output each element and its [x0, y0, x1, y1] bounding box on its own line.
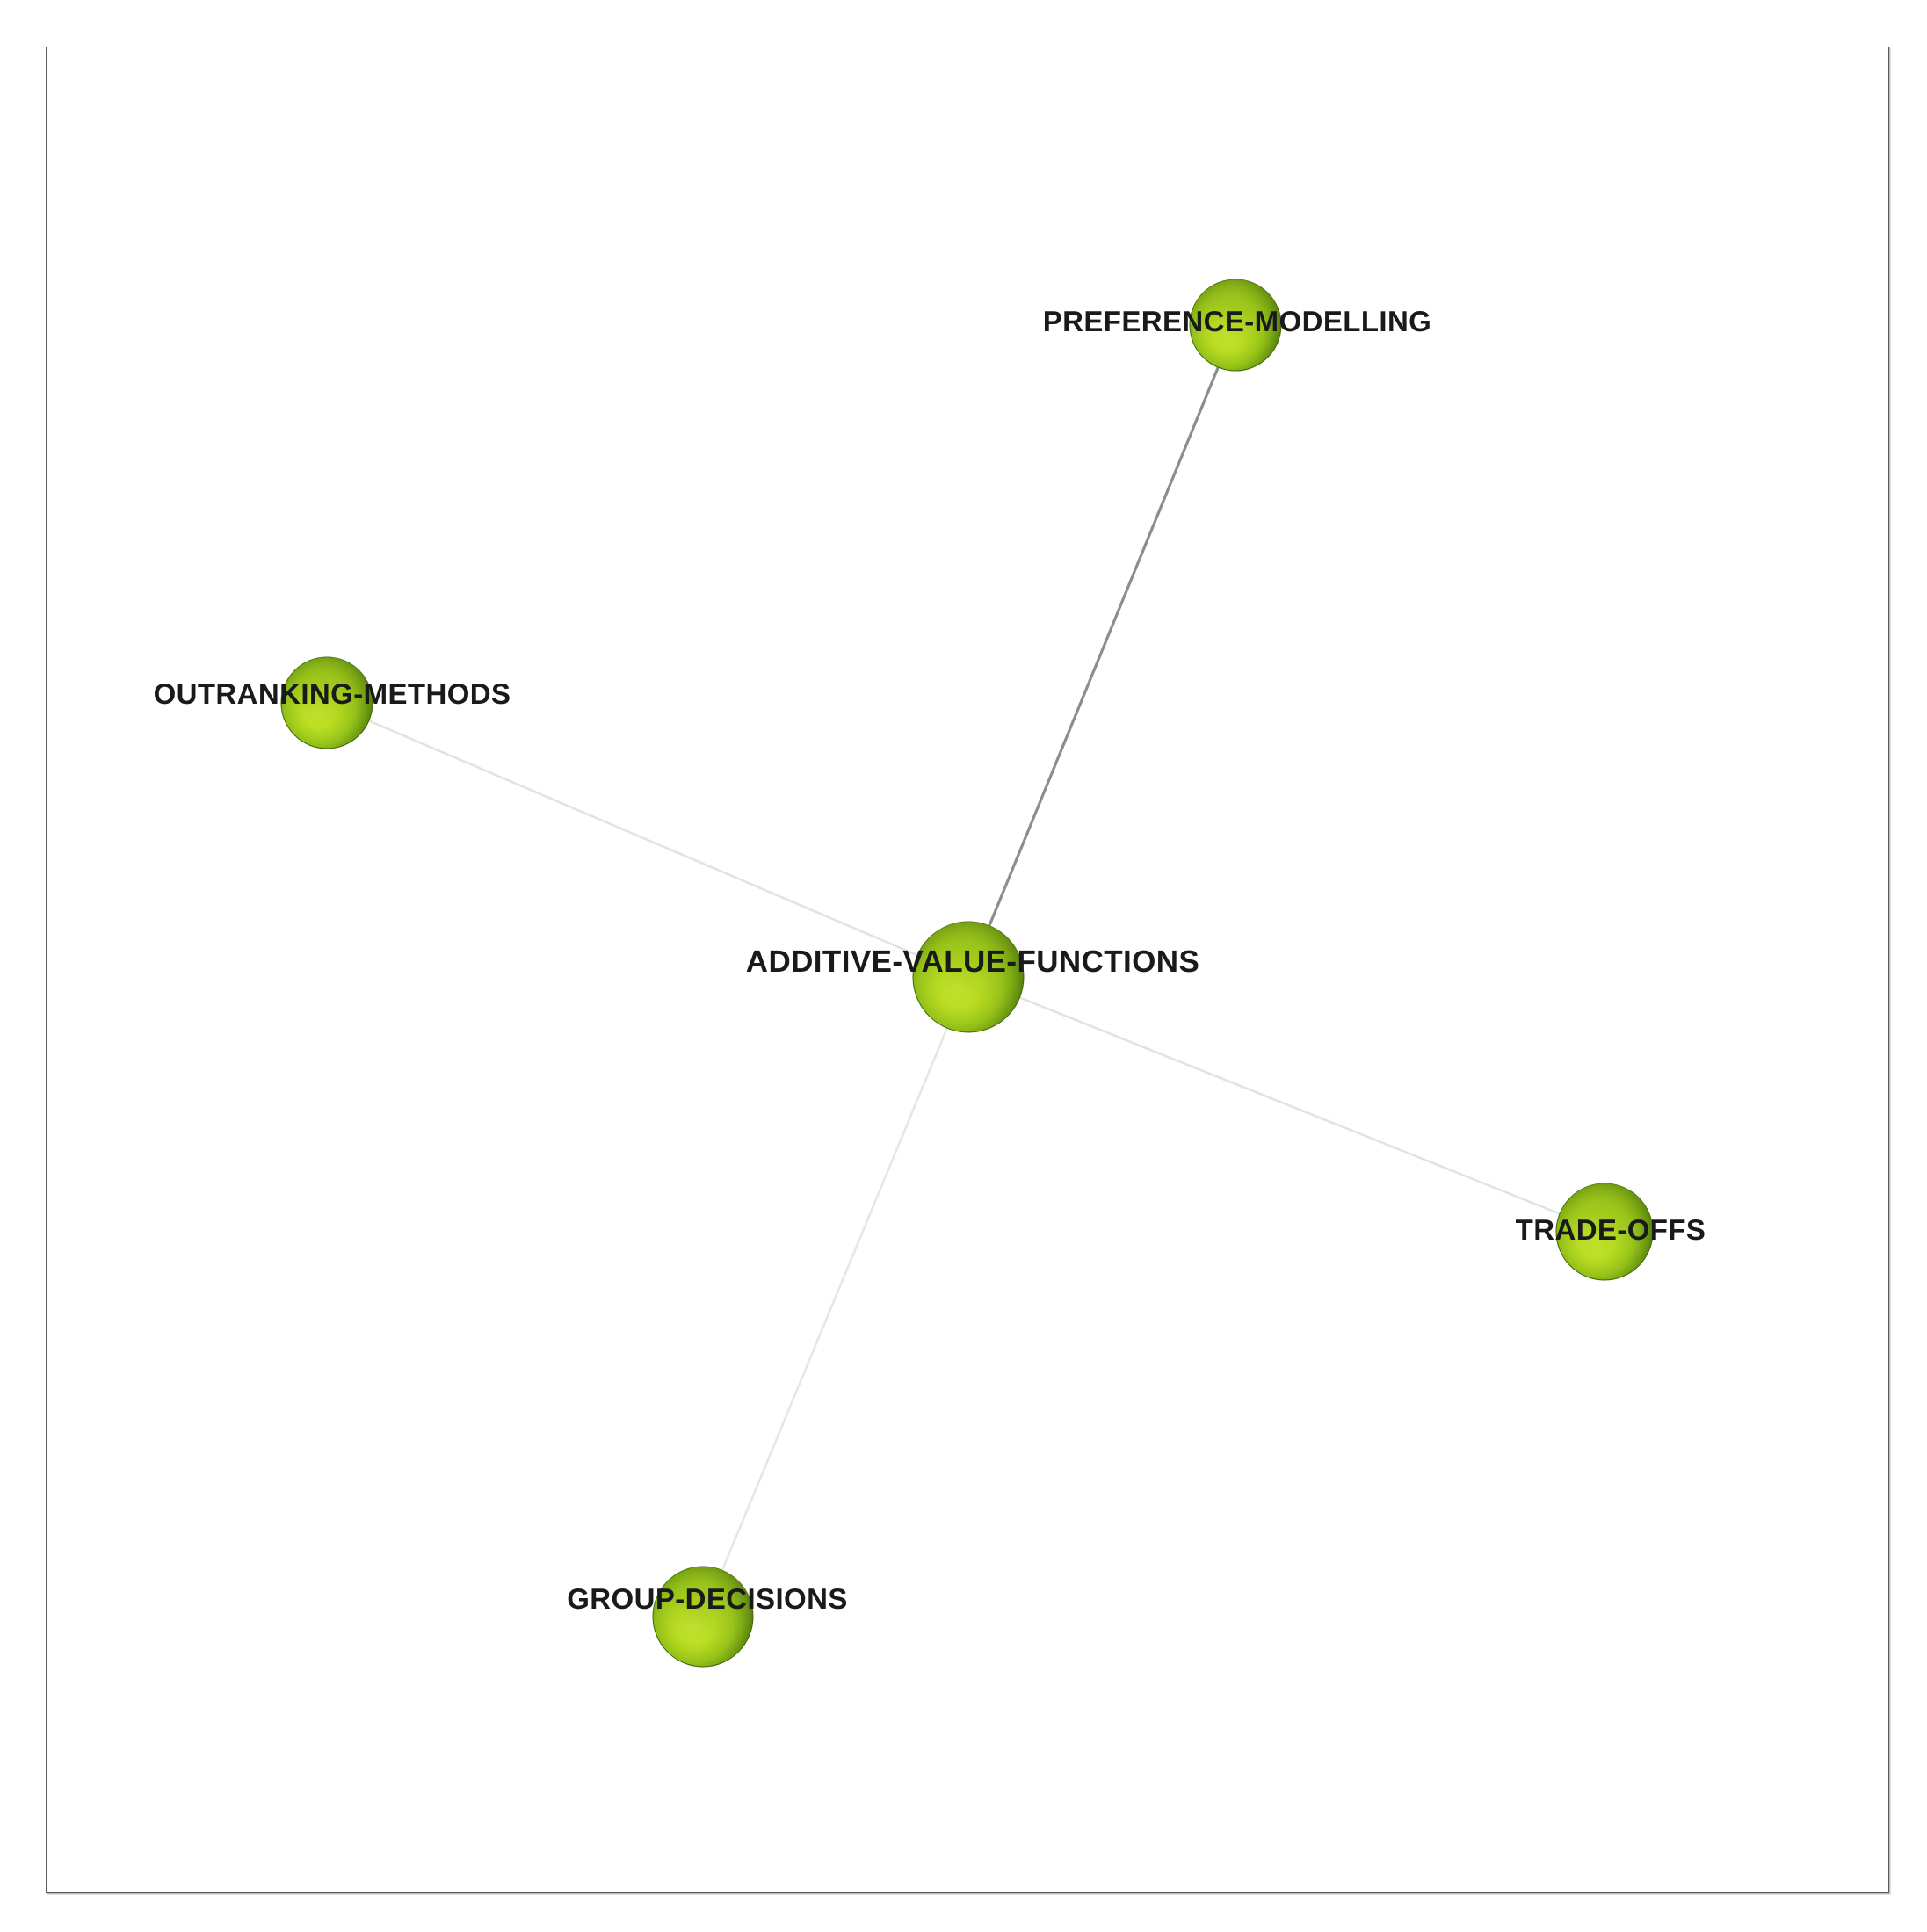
- edges-group: [325, 323, 1606, 1618]
- graph-node-highlight: [1190, 279, 1281, 371]
- nodes-group: [280, 279, 1654, 1668]
- graph-edge[interactable]: [967, 323, 1237, 979]
- graph-node-highlight: [653, 1567, 753, 1667]
- graph-node-highlight: [281, 657, 373, 749]
- graph-edge[interactable]: [967, 975, 1606, 1234]
- graph-node-highlight: [913, 922, 1024, 1032]
- graph-node-highlight: [1556, 1183, 1653, 1280]
- graph-edge[interactable]: [701, 975, 970, 1618]
- graph-edge[interactable]: [325, 701, 970, 979]
